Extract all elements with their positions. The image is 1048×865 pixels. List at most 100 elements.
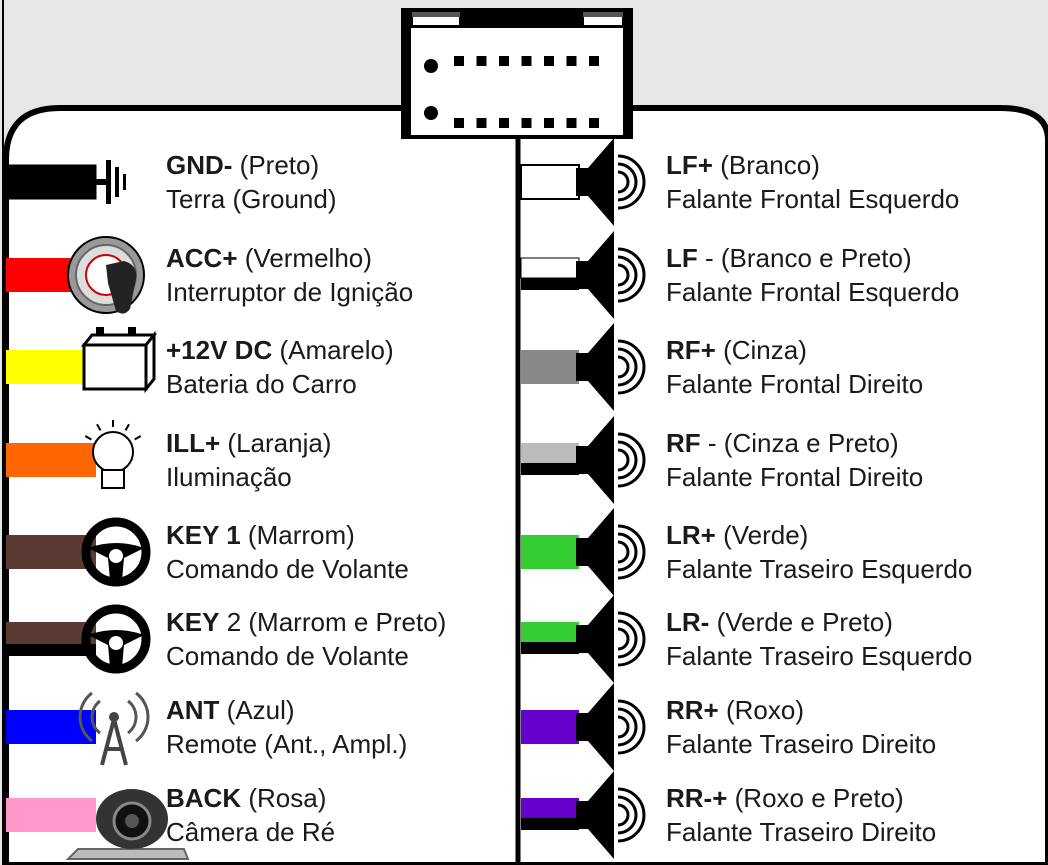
speaker-icon — [576, 138, 646, 226]
wire-color-name: (Branco) — [720, 150, 820, 180]
wire-title: ACC+ (Vermelho) — [166, 243, 372, 273]
wire-description: Falante Traseiro Direito — [666, 817, 937, 847]
wire-title: LR+ (Verde) — [666, 520, 808, 550]
wire-title: KEY 1 (Marrom) — [166, 520, 355, 550]
speaker-icon — [576, 508, 646, 596]
wire-description: Falante Traseiro Esquerdo — [666, 641, 973, 671]
wire-title: LF - (Branco e Preto) — [666, 243, 912, 273]
wire-description: Câmera de Ré — [166, 817, 336, 847]
light-bulb-icon — [84, 420, 142, 489]
wire — [520, 257, 580, 290]
wire-color-name: 2 (Marrom e Preto) — [226, 607, 447, 637]
wire-color-name: (Roxo e Preto) — [734, 783, 904, 813]
speaker-icon — [576, 595, 646, 683]
wire — [521, 350, 579, 384]
wire-code: LR+ — [666, 520, 716, 550]
wire-color-name: (Vermelho) — [244, 243, 372, 273]
right-row — [521, 323, 646, 411]
wire-color-name: - (Branco e Preto) — [705, 243, 912, 273]
wire-title: LR- (Verde e Preto) — [666, 607, 893, 637]
wire-code: GND- — [166, 150, 233, 180]
wire-description: Falante Frontal Esquerdo — [666, 277, 960, 307]
right-row — [521, 508, 646, 596]
antenna-tower-icon — [78, 691, 150, 766]
wire-title: ILL+ (Laranja) — [166, 428, 331, 458]
wire-title: ANT (Azul) — [166, 695, 295, 725]
wire-color-name: (Rosa) — [248, 783, 327, 813]
wire-code: RF+ — [666, 335, 716, 365]
speaker-icon — [576, 231, 646, 319]
right-row — [521, 416, 646, 504]
wire-code: KEY — [166, 607, 220, 637]
wire-title: GND- (Preto) — [166, 150, 319, 180]
speaker-icon — [576, 416, 646, 504]
wire — [6, 622, 96, 656]
wire-code: LR- — [666, 607, 710, 637]
ignition-key-icon — [67, 236, 145, 314]
wire-description: Remote (Ant., Ampl.) — [166, 729, 408, 759]
steering-wheel-icon — [81, 517, 151, 587]
wire-title: +12V DC (Amarelo) — [166, 335, 394, 365]
left-row — [6, 789, 190, 860]
wire-color-name: (Verde) — [723, 520, 809, 550]
right-row — [521, 771, 646, 859]
wire-color-name: (Preto) — [239, 150, 320, 180]
wire-description: Falante Frontal Direito — [666, 369, 924, 399]
wire-code: RF — [666, 428, 701, 458]
wire-description: Bateria do Carro — [166, 369, 357, 399]
wire — [521, 443, 579, 475]
wire-description: Falante Frontal Esquerdo — [666, 184, 960, 214]
wire-code: LF — [666, 243, 698, 273]
wire-title: RF - (Cinza e Preto) — [666, 428, 899, 458]
wire-description: Iluminação — [166, 462, 292, 492]
speaker-icon — [576, 683, 646, 771]
wire — [6, 798, 96, 832]
wire-description: Falante Traseiro Esquerdo — [666, 554, 973, 584]
right-row — [521, 595, 646, 683]
wire-color-name: (Roxo) — [725, 695, 804, 725]
speaker-icon — [576, 771, 646, 859]
wire-title: RR+ (Roxo) — [666, 695, 804, 725]
wire-code: KEY 1 — [166, 520, 241, 550]
left-row — [5, 160, 126, 204]
wire-color-name: (Marrom) — [247, 520, 355, 550]
wire — [520, 164, 580, 200]
right-row — [521, 683, 646, 771]
wire — [5, 164, 97, 200]
wire — [521, 622, 579, 654]
rear-camera-icon — [65, 789, 190, 860]
wire-color-name: (Laranja) — [227, 428, 332, 458]
wire-title: KEY 2 (Marrom e Preto) — [166, 607, 446, 637]
wire-title: BACK (Rosa) — [166, 783, 326, 813]
wire-code: +12V DC — [166, 335, 273, 365]
wire-code: LF+ — [666, 150, 713, 180]
wire-description: Comando de Volante — [166, 641, 409, 671]
wire — [521, 798, 579, 830]
wire-code: BACK — [166, 783, 242, 813]
car-battery-icon — [80, 327, 158, 394]
wire-color-name: - (Cinza e Preto) — [707, 428, 899, 458]
wire-code: RR-+ — [666, 783, 728, 813]
wire-code: ANT — [166, 695, 220, 725]
wire-description: Falante Frontal Direito — [666, 462, 924, 492]
wire-title: RF+ (Cinza) — [666, 335, 807, 365]
wire-code: ILL+ — [166, 428, 221, 458]
left-row — [6, 604, 151, 674]
right-row — [520, 138, 646, 226]
wire — [6, 443, 96, 477]
iso-connector-icon — [401, 8, 633, 139]
wire-title: LF+ (Branco) — [666, 150, 820, 180]
left-row — [6, 420, 142, 489]
wire — [6, 535, 96, 569]
wire-description: Comando de Volante — [166, 554, 409, 584]
left-row — [6, 327, 158, 394]
wire-title: RR-+ (Roxo e Preto) — [666, 783, 904, 813]
wire — [6, 350, 96, 384]
wire-color-name: (Amarelo) — [279, 335, 394, 365]
ground-icon — [88, 160, 126, 204]
left-row — [6, 517, 151, 587]
wire — [521, 535, 579, 569]
wire-description: Falante Traseiro Direito — [666, 729, 937, 759]
steering-wheel-icon — [81, 604, 151, 674]
